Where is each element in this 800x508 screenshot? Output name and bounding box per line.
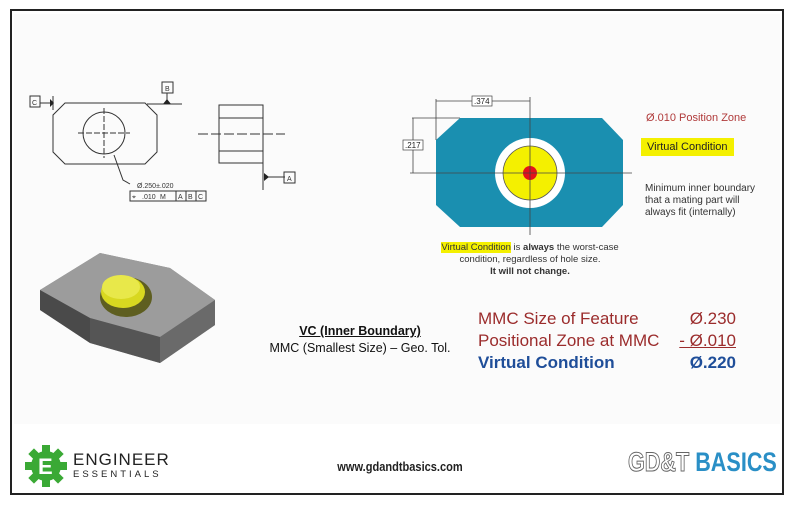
calc-value-mmc: Ø.230 — [689, 309, 736, 328]
engineer-essentials-logo: ENGINEER ESSENTIALS — [73, 450, 170, 481]
position-zone-label: Ø.010 Position Zone — [646, 112, 747, 124]
vc-title: VC (Inner Boundary) — [299, 324, 421, 338]
vc-formula: MMC (Smallest Size) – Geo. Tol. — [269, 341, 451, 355]
logo-outline-text: GD&T — [628, 447, 690, 478]
page-frame — [10, 9, 784, 495]
calc-value-zone: - Ø.010 — [679, 331, 736, 350]
calc-label-zone: Positional Zone at MMC — [478, 331, 660, 350]
calc-value-vc: Ø.220 — [689, 353, 736, 372]
caption: Virtual Condition is always the worst-ca… — [438, 242, 622, 278]
calc-label-vc: Virtual Condition — [478, 353, 615, 372]
caption-bold: always — [523, 242, 555, 253]
caption-highlight: Virtual Condition — [441, 242, 511, 253]
gdt-basics-logo: GD&T BASICS — [628, 447, 777, 478]
caption-text-2: the worst-case condition, regardless of … — [459, 242, 619, 265]
logo-fill-text: BASICS — [695, 447, 777, 477]
caption-conclusion: It will not change. — [490, 266, 570, 277]
brand-line-1: ENGINEER — [73, 450, 170, 469]
vc-label: VC (Inner Boundary) MMC (Smallest Size) … — [240, 323, 480, 357]
brand-line-2: ESSENTIALS — [73, 469, 162, 480]
virtual-condition-label: Virtual Condition — [641, 138, 734, 156]
calc-label-mmc: MMC Size of Feature — [478, 309, 639, 328]
virtual-condition-description: Minimum inner boundary that a mating par… — [645, 183, 756, 218]
caption-text: is — [510, 242, 524, 253]
virtual-condition-calculation: MMC Size of Feature Ø.230 Positional Zon… — [478, 308, 736, 378]
website-link[interactable]: www.gdandtbasics.com — [337, 459, 463, 474]
